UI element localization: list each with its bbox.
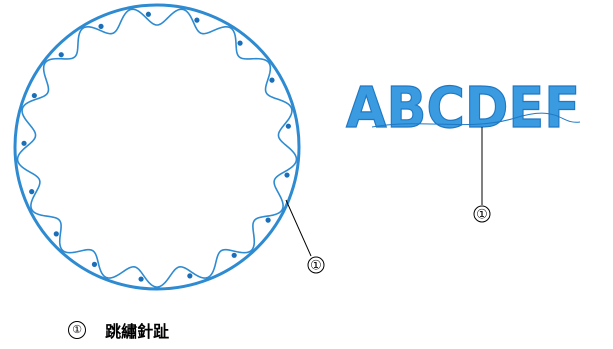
- text-jump-stitch-line: [371, 112, 581, 128]
- stitch-dot: [98, 23, 104, 29]
- legend-label: 跳繡針趾: [105, 322, 170, 341]
- text-embroidery-design: ABCDEF ①: [345, 75, 581, 223]
- stitch-dot: [284, 172, 290, 178]
- stitch-dot: [145, 11, 151, 17]
- circle-embroidery-design: ①: [13, 3, 325, 291]
- text-callout-ring: [473, 205, 491, 223]
- stitch-dot: [31, 92, 37, 99]
- legend-marker: ①: [68, 321, 86, 339]
- stitch-dot: [53, 231, 59, 237]
- stitch-dots: [21, 11, 291, 282]
- stitch-dot: [231, 252, 237, 258]
- jump-stitch-wave: [16, 8, 298, 288]
- stitch-dot: [58, 52, 64, 58]
- stitch-dot: [285, 123, 291, 129]
- legend: ① 跳繡針趾: [68, 318, 169, 342]
- stitch-dot: [91, 261, 98, 267]
- stitch-dot: [138, 276, 144, 282]
- circle-leader-line: [285, 199, 312, 257]
- stitch-dot: [265, 217, 271, 223]
- circle-callout-number: ①: [310, 259, 322, 274]
- stitch-dot: [21, 140, 27, 146]
- stitch-dot: [237, 40, 243, 46]
- outer-ring: [13, 3, 301, 291]
- stitch-dot: [269, 77, 275, 83]
- stitch-dot: [187, 273, 193, 279]
- stitch-dot: [194, 17, 200, 23]
- embroidery-text: ABCDEF: [346, 76, 580, 141]
- stitch-dot: [29, 189, 35, 195]
- text-callout-number: ①: [476, 208, 488, 223]
- circle-callout-ring: [307, 256, 325, 274]
